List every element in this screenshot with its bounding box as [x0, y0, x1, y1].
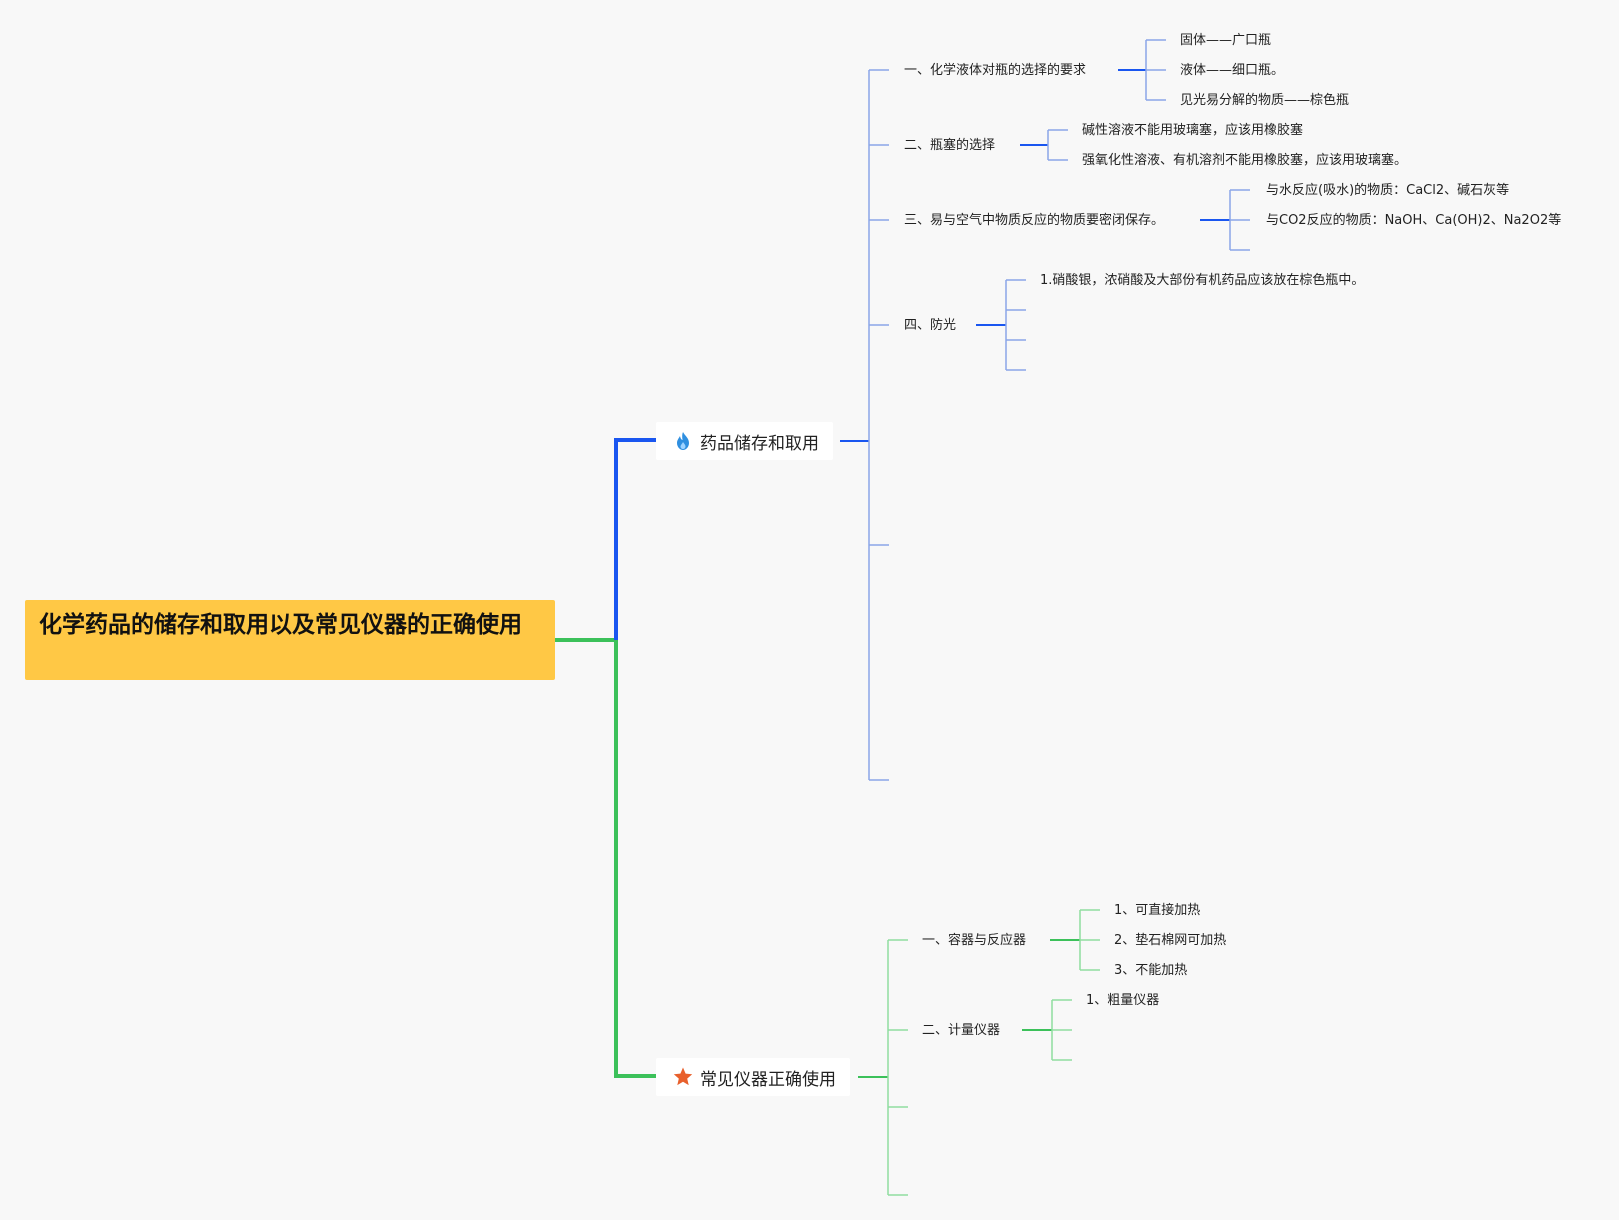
- topic-stopper-choice[interactable]: 二、瓶塞的选择: [904, 138, 996, 153]
- branch-instruments[interactable]: 常见仪器正确使用: [656, 1058, 850, 1096]
- leaf-no-heating[interactable]: 3、不能加热: [1114, 963, 1188, 978]
- branch-storage[interactable]: 药品储存和取用: [656, 422, 833, 460]
- branch-storage-label: 药品储存和取用: [700, 433, 819, 454]
- leaf-co2-reactive[interactable]: 与CO2反应的物质：NaOH、Ca(OH)2、Na2O2等: [1266, 213, 1562, 228]
- leaf-gauze-heating[interactable]: 2、垫石棉网可加热: [1114, 933, 1227, 948]
- root-topic[interactable]: 化学药品的储存和取用以及常见仪器的正确使用: [25, 600, 555, 680]
- flame-icon: [672, 430, 694, 452]
- topic-bottle-choice[interactable]: 一、化学液体对瓶的选择的要求: [904, 63, 1087, 78]
- leaf-brown-bottle[interactable]: 见光易分解的物质——棕色瓶: [1180, 93, 1350, 108]
- root-topic-label: 化学药品的储存和取用以及常见仪器的正确使用: [39, 612, 522, 638]
- topic-airtight-storage[interactable]: 三、易与空气中物质反应的物质要密闭保存。: [904, 213, 1165, 228]
- leaf-liquid-bottle[interactable]: 液体——细口瓶。: [1180, 63, 1285, 78]
- leaf-water-reactive[interactable]: 与水反应(吸水)的物质：CaCl2、碱石灰等: [1266, 183, 1510, 198]
- leaf-oxidizer-stopper[interactable]: 强氧化性溶液、有机溶剂不能用橡胶塞，应该用玻璃塞。: [1082, 153, 1408, 168]
- branch-instruments-label: 常见仪器正确使用: [700, 1069, 836, 1090]
- leaf-alkaline-stopper[interactable]: 碱性溶液不能用玻璃塞，应该用橡胶塞: [1082, 123, 1304, 138]
- topic-containers-reactors[interactable]: 一、容器与反应器: [922, 933, 1027, 948]
- leaf-direct-heating[interactable]: 1、可直接加热: [1114, 903, 1201, 918]
- connector-branch-storage: [614, 438, 656, 640]
- leaf-rough-measuring[interactable]: 1、粗量仪器: [1086, 993, 1160, 1008]
- leaf-silver-nitrate[interactable]: 1.硝酸银，浓硝酸及大部份有机药品应该放在棕色瓶中。: [1040, 273, 1365, 288]
- connector-branch-instruments: [614, 640, 656, 1078]
- topic-light-protection[interactable]: 四、防光: [904, 318, 957, 333]
- leaf-solid-bottle[interactable]: 固体——广口瓶: [1180, 33, 1272, 48]
- topic-measuring-instruments[interactable]: 二、计量仪器: [922, 1023, 1001, 1038]
- star-icon: [672, 1066, 694, 1088]
